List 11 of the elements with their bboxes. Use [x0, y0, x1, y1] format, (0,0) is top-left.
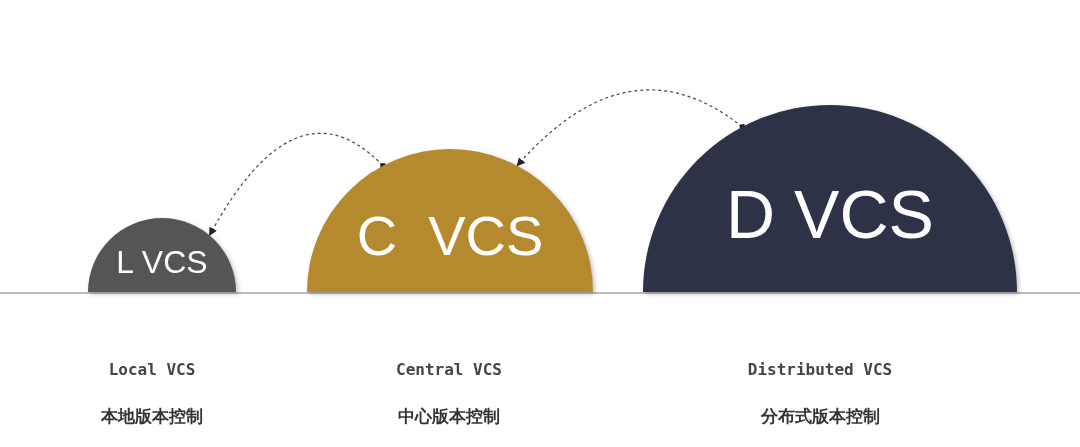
chinese-caption: 分布式版本控制	[760, 405, 880, 428]
dashed-arrow	[516, 89, 746, 167]
chinese-caption: 本地版本控制	[101, 405, 203, 428]
english-caption: Local VCS	[108, 360, 196, 379]
english-caption: Distributed VCS	[747, 360, 893, 379]
node-label: D VCS	[726, 174, 934, 253]
dashed-arrow	[208, 132, 386, 237]
english-caption: Central VCS	[396, 360, 502, 379]
chinese-caption: 中心版本控制	[398, 405, 500, 428]
node-label: C VCS	[356, 203, 544, 268]
node-label: L VCS	[116, 243, 208, 281]
